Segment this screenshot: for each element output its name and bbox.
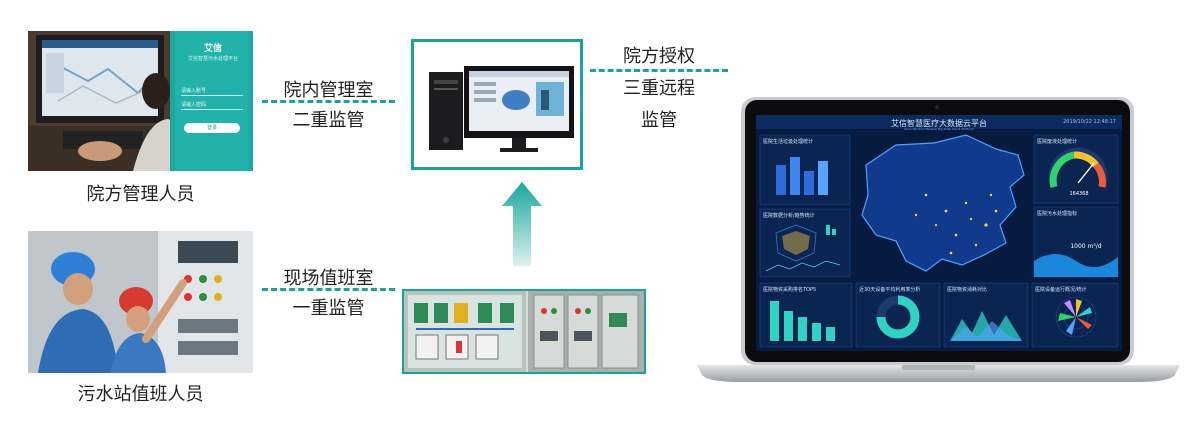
onsite-control-panel-frame [402,289,646,374]
duty-staff-label: 污水站值班人员 [77,384,204,405]
panel-title-waste-liquid: 医院废液处理统计 [1037,139,1078,145]
dashboard-timestamp: 2019/10/22 12:48:17 [1063,119,1116,125]
upload-arrow-icon [500,180,544,268]
wave-value: 1000 m³/d [1070,243,1102,250]
dashboard-title: 艾信智慧医疗大数据云平台 [891,119,987,128]
connector-hospital-room [262,100,395,103]
hospital-manager-label: 院方管理人员 [86,184,195,205]
phone-login-button: 登录 [184,123,240,133]
phone-username-field: 请输入账号 [181,87,243,96]
panel-title-top5: 医院物资采购排名TOP5 [763,287,817,293]
first-supervision-label: 一重监管 [292,298,365,319]
dashboard-subtitle: Aixin Wisdom Medical Big Data Cloud Plat… [904,127,974,131]
phone-app-subtitle: 艾信智慧污水处理平台 [187,56,238,62]
connector-remote [590,69,728,72]
third-remote-label: 三重远程 [623,78,695,99]
panel-title-consumption: 医院物资消耗对比 [947,287,988,293]
panel-title-equipment: 医院设备运行概况/统计 [1035,287,1087,293]
duty-staff-photo [28,231,253,373]
second-supervision-label: 二重监管 [292,110,365,131]
panel-title-garbage: 医院生活垃圾处理统计 [763,139,814,145]
remote-supervision-label: 监管 [641,110,677,131]
panel-title-sewage: 医院污水处理指标 [1037,211,1078,217]
onsite-room-label: 现场值班室 [283,268,374,289]
gauge-value: 164368 [1069,191,1089,197]
connector-onsite-room [262,288,395,291]
hospital-room-label: 院内管理室 [283,80,374,101]
phone-app-brand: 艾信 [203,44,222,54]
phone-password-field: 请输入密码 [181,101,243,110]
panel-title-analysis: 医院数据分析/趋势统计 [763,213,815,219]
desktop-computer-icon [429,66,574,152]
dashboard-screen: 艾信智慧医疗大数据云平台 Aixin Wisdom Medical Big Da… [756,115,1122,351]
hospital-room-computer-frame [411,39,583,170]
hospital-manager-photo: 艾信 艾信智慧污水处理平台 请输入账号 请输入密码 登录 [28,31,253,171]
panel-title-utilization: 近30天设备平均利用率分析 [859,287,921,293]
authorization-label: 院方授权 [623,46,695,67]
